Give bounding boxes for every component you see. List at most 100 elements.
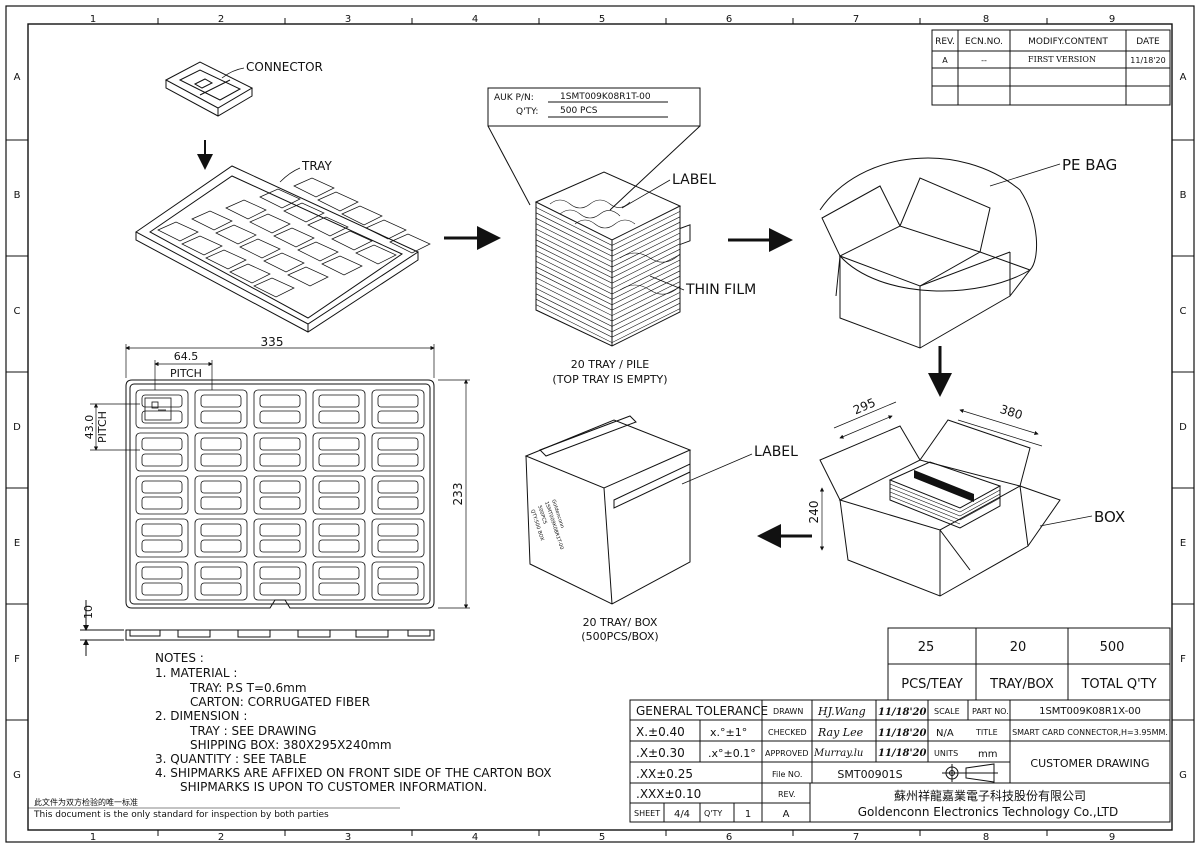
rev-cell: -- (981, 56, 987, 65)
tb-tol: .XX±0.25 (636, 767, 693, 781)
zone-row: F (1180, 654, 1186, 665)
tb-rev-label: REV. (778, 790, 796, 799)
tray-pockets (157, 177, 431, 298)
connector-leader (221, 67, 245, 79)
zone-row: D (13, 422, 21, 433)
notes-line: 1. MATERIAL : (155, 666, 237, 680)
tray-iso-pocket (253, 277, 295, 298)
pile-layer-line (535, 261, 681, 300)
pile-layer-line (535, 293, 681, 333)
closed-box (524, 224, 692, 605)
tb-checked-label: CHECKED (768, 728, 807, 737)
tb-qty-value: 1 (745, 809, 751, 820)
zone-col: 8 (983, 14, 989, 25)
pile-caption-line1: 20 TRAY / PILE (571, 358, 650, 371)
tb-company-en: Goldenconn Electronics Technology Co.,LT… (858, 805, 1119, 819)
tb-units-label: UNITS (934, 749, 958, 758)
pile-layer-line (535, 255, 681, 295)
notes-line: 3. QUANTITY : SEE TABLE (155, 752, 307, 766)
notes-line: SHIPMARKS IS UPON TO CUSTOMER INFORMATIO… (180, 780, 487, 794)
tray-pocket (194, 475, 248, 515)
tb-units-value: mm (978, 749, 997, 760)
tray-iso-pocket (157, 221, 199, 242)
box-dim-240: 240 (807, 501, 821, 524)
tray-pocket (253, 475, 307, 515)
dim-pitch-x: 64.5 (174, 350, 199, 363)
tray-side-view (80, 600, 435, 656)
tray-pocket (135, 432, 189, 472)
tray-leader (279, 167, 301, 183)
connector-callout: CONNECTOR (246, 60, 323, 74)
tray-iso-pocket (283, 202, 325, 223)
inner-border (27, 23, 1173, 831)
tb-tol: x.°±1° (710, 726, 747, 739)
tb-approved-date: 11/18'20 (878, 748, 927, 759)
tray-iso-pocket (341, 205, 383, 226)
zone-row: G (1179, 770, 1187, 781)
zone-col: 8 (983, 832, 989, 843)
notes-line: SHIPPING BOX: 380X295X240mm (190, 738, 392, 752)
label-qty-value: 500 PCS (560, 106, 598, 116)
zone-row: D (1179, 422, 1187, 433)
zone-row: E (14, 538, 20, 549)
tray-pocket (135, 518, 189, 558)
tb-sheet-value: 4/4 (674, 809, 690, 820)
tb-checked-by: Ray Lee (817, 726, 864, 739)
notes-line: TRAY: P.S T=0.6mm (189, 681, 307, 695)
tb-title-label: TITLE (975, 728, 998, 737)
pile-layer-line (535, 212, 681, 252)
tray-iso-pocket (239, 238, 281, 259)
revision-table (931, 29, 1171, 106)
notes-line: 2. DIMENSION : (155, 709, 247, 723)
zone-row: B (1180, 190, 1187, 201)
zone-row: E (1180, 538, 1186, 549)
tray-pocket (312, 475, 366, 515)
tb-company-cn: 蘇州祥龍嘉業電子科技股份有限公司 (894, 788, 1086, 803)
label-pn-value: 1SMT009K08R1T-00 (560, 92, 651, 102)
tray-pocket (371, 518, 425, 558)
zone-col: 5 (599, 832, 605, 843)
pocket-connector (144, 397, 172, 421)
rev-header: REV. (935, 37, 955, 47)
tray-iso-pocket (389, 233, 431, 254)
tray-iso-pocket (297, 241, 339, 262)
zone-row: C (14, 306, 21, 317)
label-top-callout: LABEL (672, 172, 716, 188)
tb-drawn-date: 11/18'20 (878, 707, 927, 718)
tray-iso-pocket (249, 213, 291, 234)
tb-tol: .XXX±0.10 (636, 787, 701, 801)
pile-layer-line (535, 244, 681, 284)
pile-layer-line (535, 223, 681, 262)
zone-row: F (14, 654, 20, 665)
pile-layer-line (535, 217, 681, 257)
pile-layer-line (535, 277, 681, 316)
zone-col: 7 (853, 832, 859, 843)
tb-file-label: File NO. (772, 770, 802, 779)
tray-pocket (371, 432, 425, 472)
qty-value: 25 (918, 640, 935, 655)
tb-drawn-by: HJ.Wang (817, 705, 866, 718)
tb-approved-label: APPROVED (765, 749, 809, 758)
notes-line: TRAY : SEE DRAWING (189, 724, 316, 738)
zone-col: 9 (1109, 832, 1115, 843)
qty-value: 500 (1100, 640, 1125, 655)
tray-pocket (194, 389, 248, 429)
rev-cell: A (942, 56, 948, 65)
zone-col: 4 (472, 832, 478, 843)
tray-drawing (135, 165, 420, 333)
tray-iso-pocket (355, 244, 397, 265)
thin-film-leader (649, 275, 685, 291)
notes-line: CARTON: CORRUGATED FIBER (190, 695, 370, 709)
zone-col: 6 (726, 832, 732, 843)
box-dim-380: 380 (998, 402, 1024, 422)
tray-pocket (371, 389, 425, 429)
zone-row: A (1180, 72, 1187, 83)
pile-layer-line (535, 234, 681, 273)
pe-bag-leader (989, 163, 1061, 187)
qty-label: TRAY/BOX (989, 677, 1054, 692)
outer-border (5, 5, 1195, 843)
label-box-leader (681, 453, 753, 485)
tray-pocket-grid (135, 389, 425, 601)
zone-col: 3 (345, 832, 351, 843)
